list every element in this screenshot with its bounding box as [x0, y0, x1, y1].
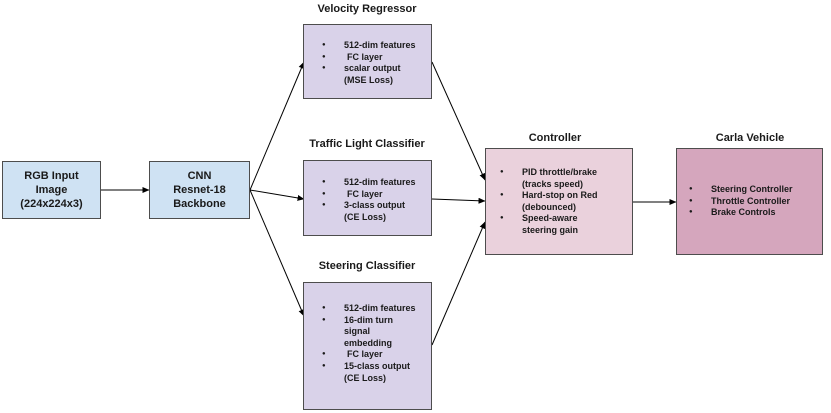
list-item-continuation: (CE Loss)	[344, 372, 387, 383]
traffic-light-classifier-list: 512-dim features FC layer 3-class output…	[318, 177, 431, 223]
velocity-regressor-box: 512-dim features FC layer scalar output …	[303, 24, 432, 99]
controller-box: PID throttle/brake (tracks speed) Hard-s…	[485, 148, 633, 255]
list-item: FC layer	[318, 189, 431, 201]
rgb-input-box: RGB Input Image (224x224x3)	[2, 161, 101, 219]
arrow-steering-to-controller	[431, 221, 486, 346]
traffic-light-classifier-box: 512-dim features FC layer 3-class output…	[303, 160, 432, 236]
list-item: Speed-aware	[496, 213, 632, 225]
steering-classifier-title: Steering Classifier	[318, 260, 416, 272]
velocity-regressor-title: Velocity Regressor	[317, 3, 417, 15]
steering-classifier-list: 512-dim features 16-dim turn signal embe…	[318, 303, 431, 384]
list-item-continuation: signal	[344, 326, 371, 337]
list-item: 512-dim features	[318, 40, 431, 52]
list-item: 512-dim features	[318, 177, 431, 189]
list-item-continuation: embedding	[344, 337, 393, 348]
arrow-backbone-to-traffic	[249, 189, 305, 201]
carla-vehicle-list: Steering Controller Throttle Controller …	[685, 184, 822, 219]
list-item: Brake Controls	[685, 207, 822, 219]
backbone-line-3: Backbone	[173, 198, 226, 210]
carla-vehicle-title: Carla Vehicle	[715, 132, 785, 144]
steering-classifier-box: 512-dim features 16-dim turn signal embe…	[303, 282, 432, 410]
list-item: PID throttle/brake	[496, 167, 632, 179]
rgb-input-line-2: Image	[35, 184, 68, 196]
arrow-velocity-to-controller	[431, 61, 486, 181]
carla-vehicle-box: Steering Controller Throttle Controller …	[676, 148, 823, 255]
controller-list: PID throttle/brake (tracks speed) Hard-s…	[496, 167, 632, 237]
list-item-continuation: (MSE Loss)	[344, 74, 394, 85]
list-item: 512-dim features	[318, 303, 431, 315]
traffic-light-classifier-title: Traffic Light Classifier	[309, 138, 425, 150]
velocity-regressor-list: 512-dim features FC layer scalar output …	[318, 40, 431, 86]
list-item: Throttle Controller	[685, 196, 822, 208]
list-item-continuation: (CE Loss)	[344, 211, 387, 222]
rgb-input-line-3: (224x224x3)	[20, 198, 83, 210]
list-item: 16-dim turn	[318, 315, 431, 327]
list-item: FC layer	[318, 349, 431, 361]
cnn-backbone-box: CNN Resnet-18 Backbone	[149, 161, 250, 219]
backbone-line-2: Resnet-18	[173, 184, 226, 196]
list-item-continuation: (debounced)	[522, 201, 576, 212]
list-item-continuation: steering gain	[522, 224, 579, 235]
list-item-continuation: (tracks speed)	[522, 178, 584, 189]
backbone-line-1: CNN	[187, 170, 212, 182]
list-item: FC layer	[318, 52, 431, 64]
controller-title: Controller	[528, 132, 582, 144]
arrow-backbone-to-steering	[249, 189, 305, 317]
arrow-traffic-to-controller	[431, 197, 486, 204]
rgb-input-line-1: RGB Input	[24, 170, 79, 182]
list-item: 15-class output	[318, 361, 431, 373]
list-item: 3-class output	[318, 200, 431, 212]
list-item: Steering Controller	[685, 184, 822, 196]
list-item: scalar output	[318, 63, 431, 75]
arrow-backbone-to-velocity	[249, 61, 305, 191]
list-item: Hard-stop on Red	[496, 190, 632, 202]
